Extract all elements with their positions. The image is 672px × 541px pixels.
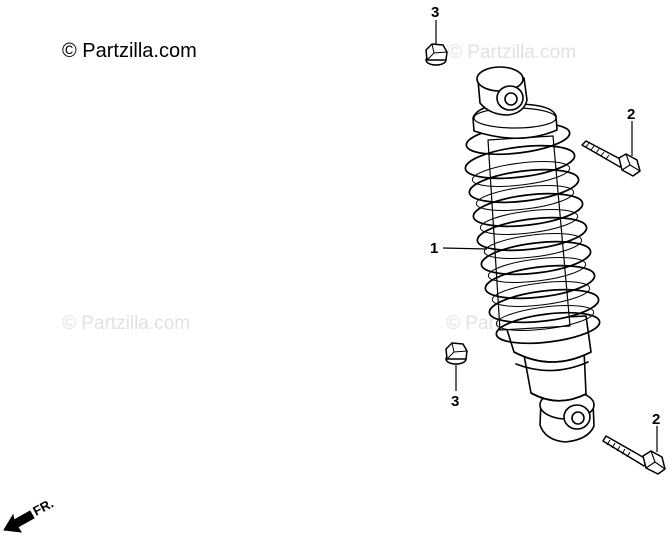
copyright-label: © Partzilla.com [62,40,197,62]
watermark-top-right: © Partzilla.com [448,42,577,63]
flange-nut-upper[interactable] [425,43,448,66]
mounting-bolt-lower[interactable] [602,435,666,475]
callout-3-upper-nut: 3 [431,4,439,21]
front-direction-indicator: FR. [3,496,56,533]
mounting-bolt-upper[interactable] [581,140,641,177]
flange-nut-lower[interactable] [445,342,468,365]
rear-shock-absorber[interactable] [464,66,602,443]
watermark-middle-left: © Partzilla.com [62,313,191,334]
leader-lines [435,20,658,452]
front-direction-label: FR. [30,496,56,519]
callout-2-lower-bolt: 2 [652,411,660,428]
callout-1-shock-absorber: 1 [430,240,438,257]
upper-mount-eye [476,66,528,116]
front-arrow-icon [3,510,35,533]
damper-body [503,315,592,402]
callout-2-upper-bolt: 2 [627,106,635,123]
callout-3-lower-nut: 3 [451,393,459,410]
